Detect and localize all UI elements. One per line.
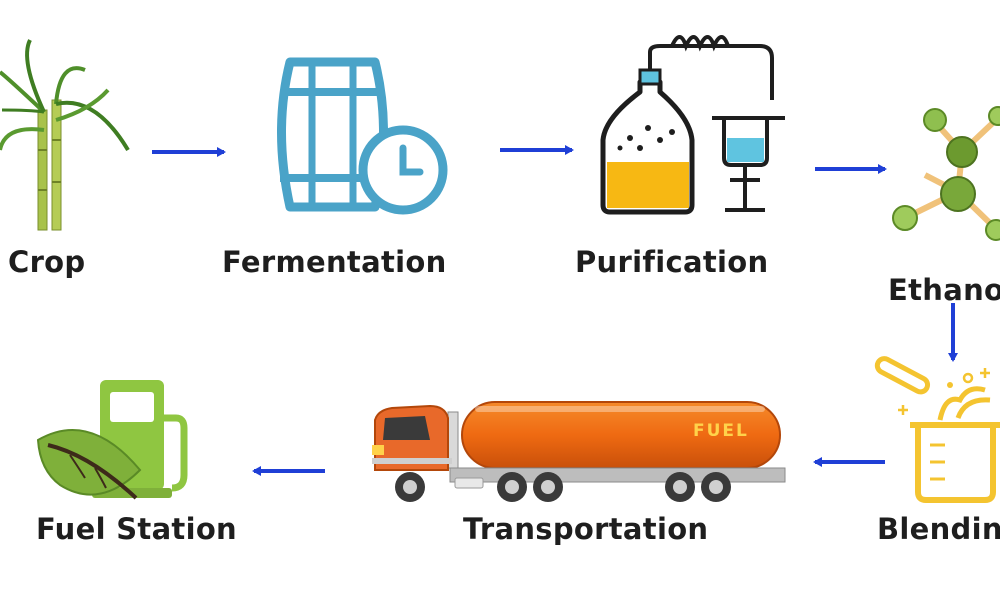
step-label-fermentation: Fermentation [222,245,447,279]
beaker-blending-icon [874,356,1000,503]
step-label-crop: Crop [8,245,86,279]
molecule-icon [892,106,1000,241]
distillation-flask-icon [600,35,785,215]
barrel-clock-icon [277,57,448,215]
step-label-ethanol: Ethanol [888,273,1000,307]
step-label-fuel-station: Fuel Station [36,512,238,546]
step-label-transportation: Transportation [463,512,709,546]
sugarcane-icon [0,39,130,231]
step-label-blending: Blending [877,512,1000,546]
step-label-purification: Purification [575,245,769,279]
tanker-fuel-text: FUEL [693,421,749,441]
fuel-tanker-truck-icon [372,401,786,502]
green-fuel-pump-icon [36,380,188,500]
